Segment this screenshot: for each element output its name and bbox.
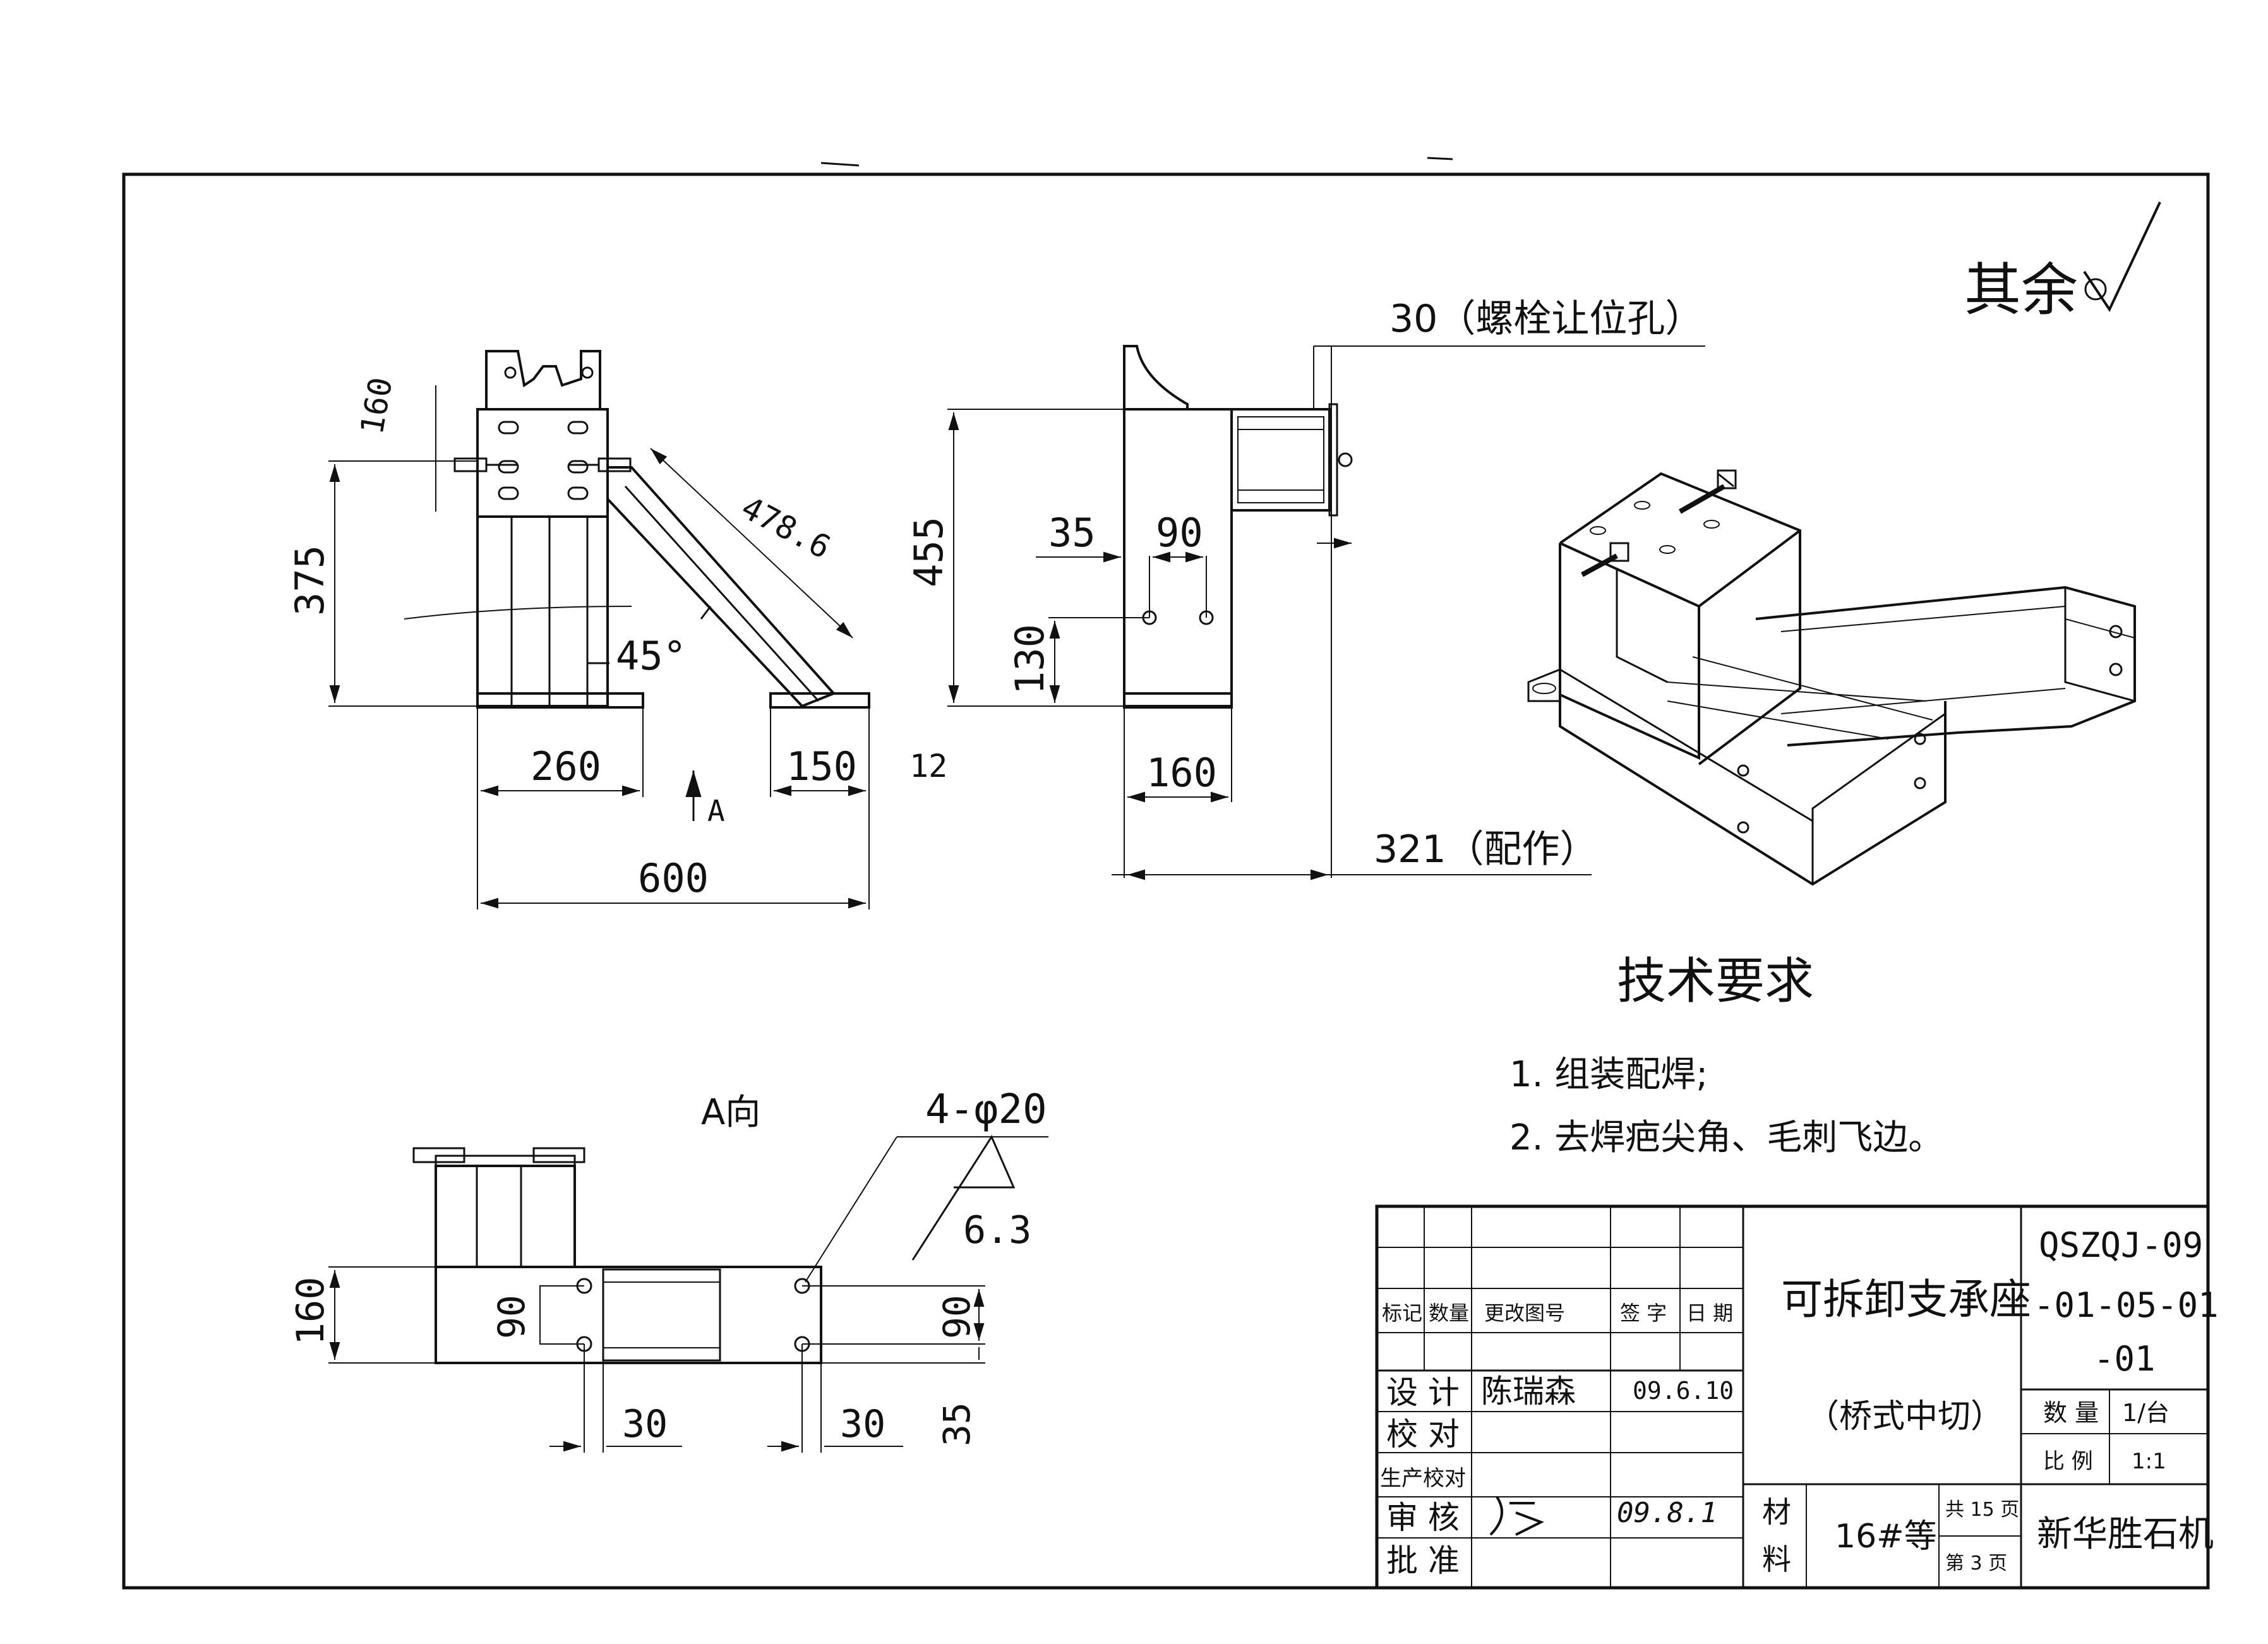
svg-text:455: 455 <box>906 517 952 587</box>
svg-text:30: 30 <box>622 1402 668 1446</box>
svg-text:150: 150 <box>786 743 857 789</box>
svg-text:6.3: 6.3 <box>963 1208 1031 1252</box>
svg-text:90: 90 <box>1156 510 1203 556</box>
svg-text:09.6.10: 09.6.10 <box>1633 1377 1734 1405</box>
svg-text:第 3 页: 第 3 页 <box>1945 1552 2007 1575</box>
svg-text:160: 160 <box>354 375 400 437</box>
svg-text:设 计: 设 计 <box>1386 1374 1460 1411</box>
svg-text:比 例: 比 例 <box>2043 1449 2093 1474</box>
title-block: 标记 数量 更改图号 签 字 日 期 设 计 校 对 生产校对 审 核 批 准 … <box>1375 1204 2219 1590</box>
svg-text:材: 材 <box>1762 1495 1791 1529</box>
svg-text:478.6: 478.6 <box>735 489 836 566</box>
svg-text:-01: -01 <box>2094 1339 2156 1379</box>
svg-text:35: 35 <box>1048 510 1096 556</box>
svg-text:1/台: 1/台 <box>2122 1399 2169 1427</box>
svg-text:共 15 页: 共 15 页 <box>1945 1499 2019 1521</box>
svg-text:生产校对: 生产校对 <box>1380 1466 1466 1491</box>
svg-text:12: 12 <box>909 748 947 784</box>
view-a-title: A向 <box>701 1092 760 1133</box>
roughness-note: 其余 <box>1964 201 2161 323</box>
svg-text:16#等: 16#等 <box>1835 1518 1937 1556</box>
front-view: 45° 375 160 478.6 12 260 150 A 600 <box>287 350 947 909</box>
svg-text:30: 30 <box>840 1402 885 1446</box>
tech-requirements-title: 技术要求 <box>1617 953 1814 1010</box>
svg-text:600: 600 <box>638 855 709 901</box>
svg-text:160: 160 <box>289 1277 333 1345</box>
svg-text:校 对: 校 对 <box>1386 1416 1460 1453</box>
tech-requirement-item: 2. 去焊疤尖角、毛刺飞边。 <box>1509 1117 1943 1158</box>
svg-text:数量: 数量 <box>1429 1301 1469 1325</box>
company-name: 新华胜石机 <box>2037 1514 2214 1555</box>
svg-text:4-φ20: 4-φ20 <box>925 1086 1047 1133</box>
svg-text:375: 375 <box>287 545 333 616</box>
svg-text:签 字: 签 字 <box>1620 1301 1667 1325</box>
drawing-border <box>122 172 2210 1590</box>
svg-text:其余: 其余 <box>1964 257 2078 323</box>
tech-requirements: 技术要求 1. 组装配焊; 2. 去焊疤尖角、毛刺飞边。 <box>1509 953 1943 1158</box>
svg-text:130: 130 <box>1007 624 1053 695</box>
svg-text:（桥式中切）: （桥式中切） <box>1806 1398 2003 1436</box>
svg-text:数 量: 数 量 <box>2043 1399 2099 1427</box>
svg-text:审 核: 审 核 <box>1386 1499 1460 1536</box>
svg-text:标记: 标记 <box>1382 1301 1422 1325</box>
svg-text:更改图号: 更改图号 <box>1484 1301 1565 1325</box>
isometric-view <box>1527 469 2136 886</box>
tech-requirement-item: 1. 组装配焊; <box>1509 1054 1708 1095</box>
svg-text:90: 90 <box>935 1295 978 1339</box>
view-a: A向 4-φ20 6.3 160 90 90 <box>289 1086 1048 1453</box>
svg-text:45°: 45° <box>616 633 687 679</box>
svg-text:陈瑞森: 陈瑞森 <box>1481 1373 1576 1410</box>
svg-text:A: A <box>707 794 725 828</box>
svg-text:35: 35 <box>935 1402 978 1446</box>
svg-text:09.8.1: 09.8.1 <box>1617 1497 1717 1529</box>
part-name: 可拆卸支承座 <box>1781 1275 2031 1324</box>
drawing-number: QSZQJ-09 <box>2039 1225 2203 1265</box>
svg-text:日 期: 日 期 <box>1686 1301 1733 1325</box>
svg-text:260: 260 <box>531 743 601 789</box>
svg-text:批 准: 批 准 <box>1386 1542 1460 1579</box>
side-view: 30（螺栓让位孔） 455 35 90 130 160 321（配作） <box>906 297 1705 880</box>
svg-text:30（螺栓让位孔）: 30（螺栓让位孔） <box>1389 297 1703 341</box>
svg-text:160: 160 <box>1146 750 1217 796</box>
svg-text:料: 料 <box>1762 1542 1791 1576</box>
svg-text:-01-05-01: -01-05-01 <box>2034 1285 2219 1325</box>
svg-text:321（配作）: 321（配作） <box>1374 827 1598 872</box>
svg-text:90: 90 <box>490 1295 533 1339</box>
svg-text:1:1: 1:1 <box>2132 1449 2166 1474</box>
